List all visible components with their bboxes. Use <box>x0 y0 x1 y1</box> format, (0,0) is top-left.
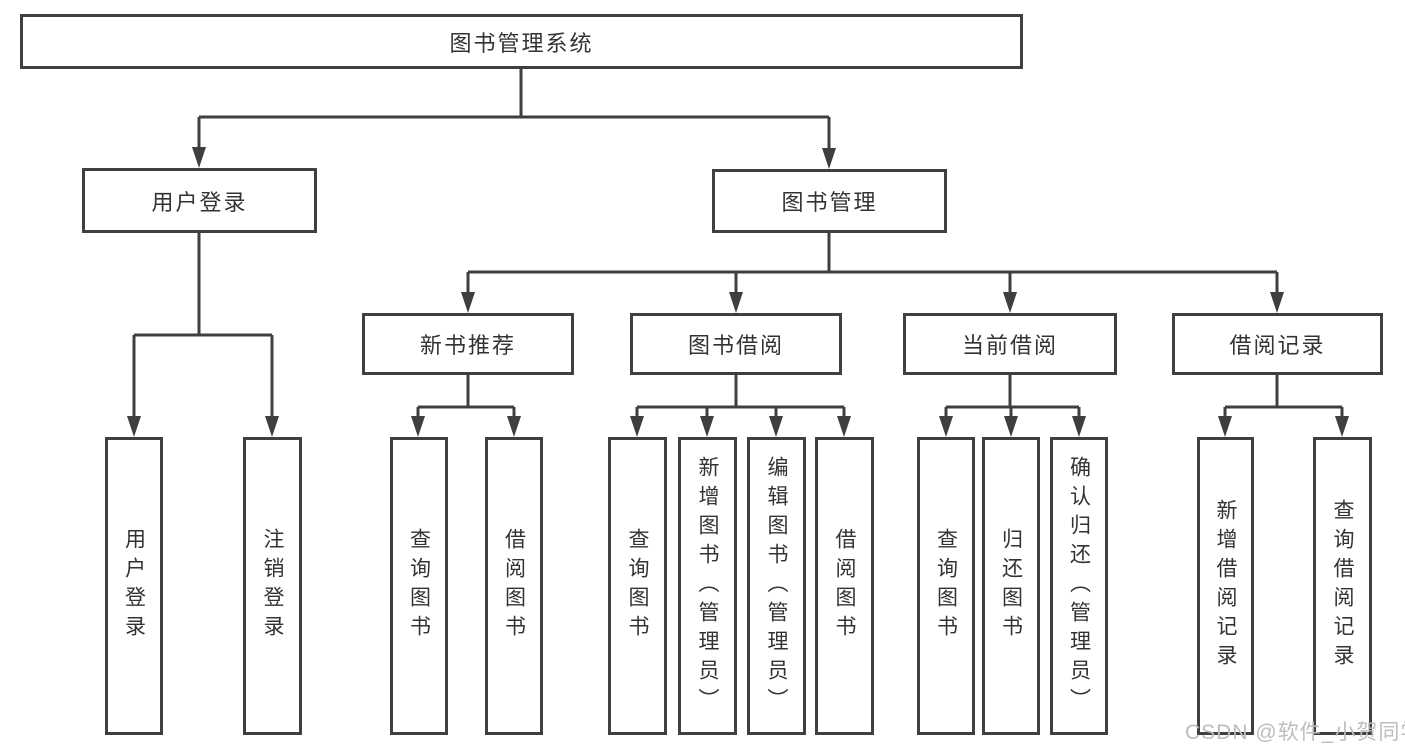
leaf-label: 查询图书 <box>407 528 431 644</box>
leaf-label: 新增图书（管理员） <box>696 455 719 717</box>
leaf-label: 确认归还（管理员） <box>1067 455 1091 717</box>
leaf-borrow-book-recommend: 借阅图书 <box>485 437 543 735</box>
leaf-return-book: 归还图书 <box>982 437 1040 735</box>
node-label: 新书推荐 <box>419 333 516 358</box>
leaf-label: 借阅图书 <box>502 528 526 644</box>
leaf-user-login: 用户登录 <box>105 437 163 735</box>
node-label: 借阅记录 <box>1229 333 1326 358</box>
leaf-query-borrow-record: 查询借阅记录 <box>1313 437 1372 735</box>
node-current-borrow: 当前借阅 <box>903 313 1117 375</box>
leaf-label: 归还图书 <box>999 528 1023 644</box>
leaf-query-book-recommend: 查询图书 <box>390 437 448 735</box>
leaf-confirm-return-admin: 确认归还（管理员） <box>1050 437 1108 735</box>
edge-new-book-rec-to-children <box>411 375 521 437</box>
leaf-add-book-admin: 新增图书（管理员） <box>678 437 737 735</box>
leaf-borrow-book: 借阅图书 <box>815 437 874 735</box>
csdn-watermark: CSDN @软件_小贺同学 <box>1185 721 1405 744</box>
leaf-label: 查询图书 <box>626 528 649 644</box>
node-label: 图书借阅 <box>687 333 784 358</box>
node-label: 图书管理系统 <box>449 30 594 56</box>
node-label: 用户登录 <box>151 189 248 215</box>
leaf-label: 借阅图书 <box>833 528 856 644</box>
leaf-label: 编辑图书（管理员） <box>765 455 788 717</box>
node-label: 当前借阅 <box>961 333 1058 358</box>
leaf-edit-book-admin: 编辑图书（管理员） <box>747 437 806 735</box>
leaf-label: 新增借阅记录 <box>1214 499 1237 673</box>
node-system-root: 图书管理系统 <box>20 14 1023 69</box>
leaf-logout: 注销登录 <box>243 437 302 735</box>
leaf-label: 查询借阅记录 <box>1331 499 1354 673</box>
edge-borrow-records-to-children <box>1218 375 1349 437</box>
edge-current-borrow-to-children <box>939 375 1086 437</box>
node-book-borrow: 图书借阅 <box>630 313 842 375</box>
edge-root-to-children <box>192 69 836 169</box>
leaf-label: 注销登录 <box>261 528 284 644</box>
leaf-label: 用户登录 <box>122 528 146 644</box>
edge-user-login-to-children <box>127 233 279 437</box>
leaf-query-book-current: 查询图书 <box>917 437 975 735</box>
leaf-add-borrow-record: 新增借阅记录 <box>1197 437 1254 735</box>
node-label: 图书管理 <box>781 190 878 215</box>
node-user-login: 用户登录 <box>82 168 317 233</box>
node-book-management: 图书管理 <box>712 169 947 233</box>
node-borrow-records: 借阅记录 <box>1172 313 1383 375</box>
leaf-query-book-borrow: 查询图书 <box>608 437 667 735</box>
edge-book-mgmt-to-children <box>461 233 1284 313</box>
leaf-label: 查询图书 <box>934 528 958 644</box>
edge-book-borrow-to-children <box>630 375 851 437</box>
node-new-book-recommend: 新书推荐 <box>362 313 574 375</box>
